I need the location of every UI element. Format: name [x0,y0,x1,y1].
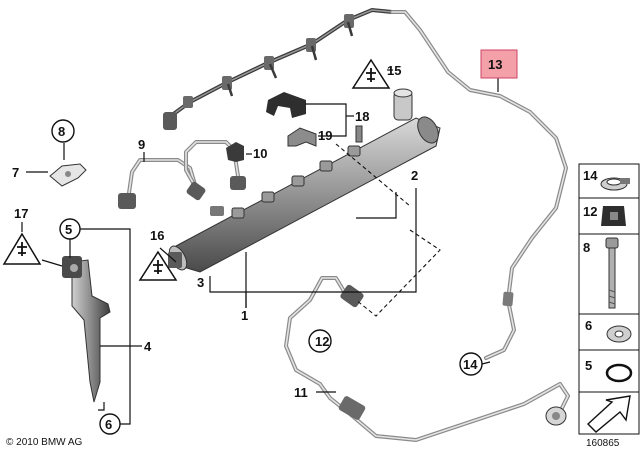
label-7: 7 [12,165,19,180]
label-2: 2 [411,168,418,183]
hose-clamp-icon [600,177,630,191]
warning-triangle-17 [2,232,42,265]
bolt-icon [605,237,619,309]
clip-7 [49,163,87,187]
label-14: 14 [463,357,478,372]
label-5: 5 [65,222,72,237]
label-1: 1 [241,308,248,323]
label-6: 6 [105,417,112,432]
label-17: 17 [14,206,28,221]
pipe-13 [390,10,568,360]
label-15: 15 [387,63,401,78]
label-8: 8 [58,124,65,139]
panel-label-8: 8 [583,240,590,255]
copyright-text: © 2010 BMW AG [6,437,83,448]
circle-marks [51,119,483,435]
label-12: 12 [315,334,329,349]
label-13: 13 [488,57,502,72]
clamps [226,92,317,162]
wiring-harness [163,7,394,130]
panel-label-12: 12 [583,204,597,219]
panel-label-5: 5 [585,358,592,373]
common-rail [168,88,441,273]
label-3: 3 [197,275,204,290]
diagram-id: 160865 [586,438,620,449]
washer-icon [606,325,632,343]
warning-triangle-16 [138,250,178,281]
arrow-icon [586,395,631,433]
label-10: 10 [253,146,267,161]
grommet-icon [601,206,626,226]
pipe-11 [284,276,570,442]
label-19: 19 [318,128,332,143]
injector-pipes-9 [118,140,246,216]
panel-label-14: 14 [583,168,598,183]
warning-triangle-15 [351,58,391,89]
seal-ring-icon [605,363,633,383]
label-18: 18 [355,109,369,124]
label-16: 16 [150,228,164,243]
panel-label-6: 6 [585,318,592,333]
injector-4 [62,256,111,403]
highlight-box-13 [480,49,518,79]
label-4: 4 [144,339,152,354]
label-11: 11 [294,385,308,400]
label-9: 9 [138,137,145,152]
parts-panel: 14 12 8 6 5 [578,163,640,435]
leader-lines [21,69,499,425]
